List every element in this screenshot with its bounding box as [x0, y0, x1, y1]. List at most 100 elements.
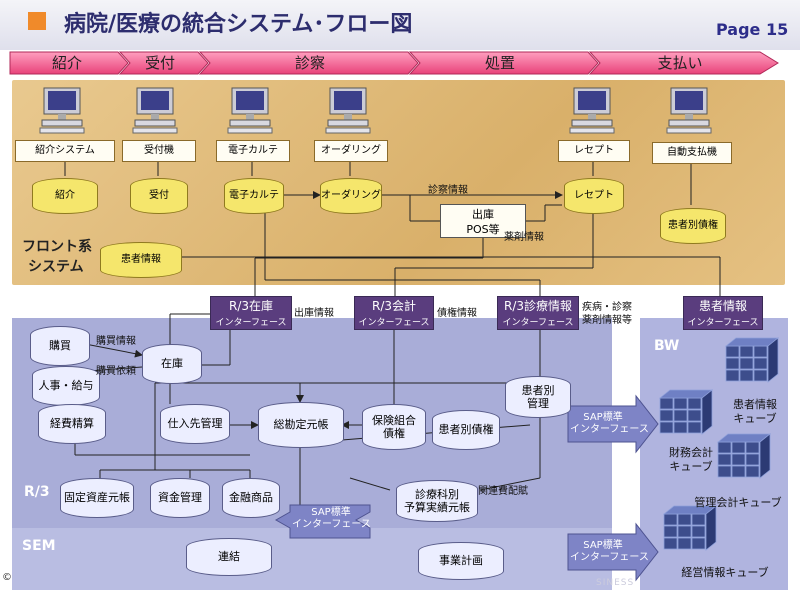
financial-cube-line2: キューブ — [669, 460, 713, 473]
ordering-box: オーダリング — [314, 140, 388, 162]
dept-budget-line1: 診療科別 — [415, 487, 459, 501]
data-cube-icon — [716, 433, 772, 479]
ehr-db: 電子カルテ — [224, 178, 284, 214]
consolidation-db: 連結 — [186, 538, 272, 576]
r3-label: R/3 — [24, 484, 50, 500]
expense-db: 経費精算 — [38, 404, 106, 444]
business-plan-db: 事業計画 — [418, 542, 504, 580]
r3-inventory-interface-title: R/3在庫 — [228, 299, 274, 313]
computer-icons — [39, 87, 712, 134]
stage-payment: 支払い — [657, 54, 703, 72]
patient-info-interface-sub: インターフェース — [687, 318, 759, 328]
purchase-db: 購買 — [30, 326, 90, 366]
sem-label: SEM — [22, 538, 56, 554]
purchase-info-label: 購買情報 — [96, 336, 136, 347]
patient-info-cube-label: 患者情報 キューブ — [722, 398, 788, 426]
insurance-bond-line2: 債権 — [383, 427, 405, 440]
page-title: 病院/医療の統合システム･フロー図 — [64, 12, 413, 37]
data-cube-icon — [724, 337, 780, 383]
pos-box: 出庫 POS等 — [440, 204, 526, 238]
auto-payment-box: 自動支払機 — [652, 142, 732, 164]
sap-standard-if-r3-bw-line1: SAP標準 — [583, 412, 623, 423]
bw-label: BW — [654, 338, 680, 354]
stage-examination: 診察 — [294, 54, 325, 72]
stage-referral: 紹介 — [51, 54, 82, 72]
reception-machine-box: 受付機 — [122, 140, 196, 162]
computer-icon — [569, 87, 615, 134]
patient-info-cube-line2: キューブ — [733, 412, 777, 425]
pos-line1: 出庫 — [472, 208, 494, 221]
shipment-info-label: 出庫情報 — [294, 308, 334, 319]
stage-reception: 受付 — [144, 54, 175, 72]
management-cube-label: 管理会計キューブ — [694, 496, 782, 509]
disease-info-label-2: 薬剤情報等 — [582, 315, 632, 326]
computer-icon — [325, 87, 371, 134]
sap-standard-if-sem-bw-line2: インターフェース — [570, 552, 649, 563]
computer-icon — [227, 87, 273, 134]
r3-accounting-interface: R/3会計 インターフェース — [354, 296, 434, 330]
patient-info-db: 患者情報 — [100, 242, 182, 278]
patient-bond-r3-db: 患者別債権 — [432, 410, 500, 450]
bond-info-label: 債権情報 — [437, 308, 477, 319]
watermark: SINESS — [596, 578, 635, 588]
patient-management-db: 患者別 管理 — [505, 376, 571, 418]
r3-clinical-interface-title: R/3診療情報 — [503, 299, 573, 313]
financial-cube-line1: 財務会計 — [669, 446, 713, 459]
funds-db: 資金管理 — [150, 478, 210, 518]
inventory-db: 在庫 — [142, 344, 202, 384]
receipt-box: レセプト — [558, 140, 630, 162]
receipt-db: レセプト — [564, 178, 624, 214]
r3-inventory-interface-sub: インターフェース — [215, 318, 287, 328]
sap-standard-if-r3-sem: SAP標準 インターフェース — [292, 507, 371, 531]
fixed-assets-db: 固定資産元帳 — [60, 478, 134, 518]
prescription-info-label: 薬剤情報 — [504, 232, 544, 243]
patient-management-line1: 患者別 — [521, 383, 555, 397]
data-cube-icon — [658, 389, 714, 435]
pos-line2: POS等 — [466, 223, 500, 236]
r3-inventory-interface: R/3在庫 インターフェース — [210, 296, 292, 330]
diagnosis-info-label: 診察情報 — [428, 185, 468, 196]
sap-standard-if-r3-sem-line1: SAP標準 — [311, 507, 351, 518]
sap-standard-if-r3-bw-line2: インターフェース — [570, 424, 649, 435]
financial-products-db: 金融商品 — [222, 478, 280, 518]
page-number: Page 15 — [716, 20, 789, 39]
dept-budget-db: 診療科別 予算実績元帳 — [396, 480, 478, 522]
stage-treatment: 処置 — [484, 54, 515, 72]
reception-db: 受付 — [130, 178, 188, 214]
computer-icon — [39, 87, 85, 134]
sap-standard-if-sem-bw: SAP標準 インターフェース — [570, 540, 649, 564]
bw-cubes — [658, 337, 780, 551]
hr-payroll-db: 人事・給与 — [32, 366, 100, 406]
computer-icon — [132, 87, 178, 134]
front-system-label-2: システム — [28, 259, 84, 275]
copyright: © — [2, 572, 12, 583]
patient-bond-db: 患者別債権 — [660, 208, 726, 244]
front-system-label-1: フロント系 — [22, 239, 92, 255]
financial-cube-label: 財務会計 キューブ — [658, 446, 724, 474]
title-bullet-icon — [28, 12, 46, 30]
general-ledger-db: 総勘定元帳 — [258, 402, 344, 448]
insurance-bond-line1: 保険組合 — [372, 413, 416, 427]
patient-info-interface: 患者情報 インターフェース — [683, 296, 763, 330]
r3-accounting-interface-sub: インターフェース — [358, 318, 430, 328]
title-bar — [0, 0, 800, 50]
computer-icon — [666, 87, 712, 134]
r3-accounting-interface-title: R/3会計 — [371, 299, 417, 313]
disease-info-label-1: 疾病・診察 — [582, 302, 632, 313]
referral-db: 紹介 — [32, 178, 98, 214]
patient-management-line2: 管理 — [527, 397, 549, 410]
referral-system-box: 紹介システム — [15, 140, 115, 162]
data-cube-icon — [662, 505, 718, 551]
r3-clinical-interface: R/3診療情報 インターフェース — [497, 296, 579, 330]
sap-standard-if-r3-bw: SAP標準 インターフェース — [570, 412, 649, 436]
ordering-db: オーダリング — [320, 178, 382, 214]
r3-clinical-interface-sub: インターフェース — [502, 318, 574, 328]
purchase-request-label: 購買依頼 — [96, 366, 136, 377]
patient-info-cube-line1: 患者情報 — [733, 398, 777, 411]
sap-standard-if-sem-bw-line1: SAP標準 — [583, 540, 623, 551]
sap-standard-if-r3-sem-line2: インターフェース — [292, 519, 371, 530]
executive-cube-label: 経営情報キューブ — [681, 566, 769, 579]
supplier-db: 仕入先管理 — [160, 404, 230, 444]
related-cost-label: 関連費配賦 — [478, 486, 528, 497]
